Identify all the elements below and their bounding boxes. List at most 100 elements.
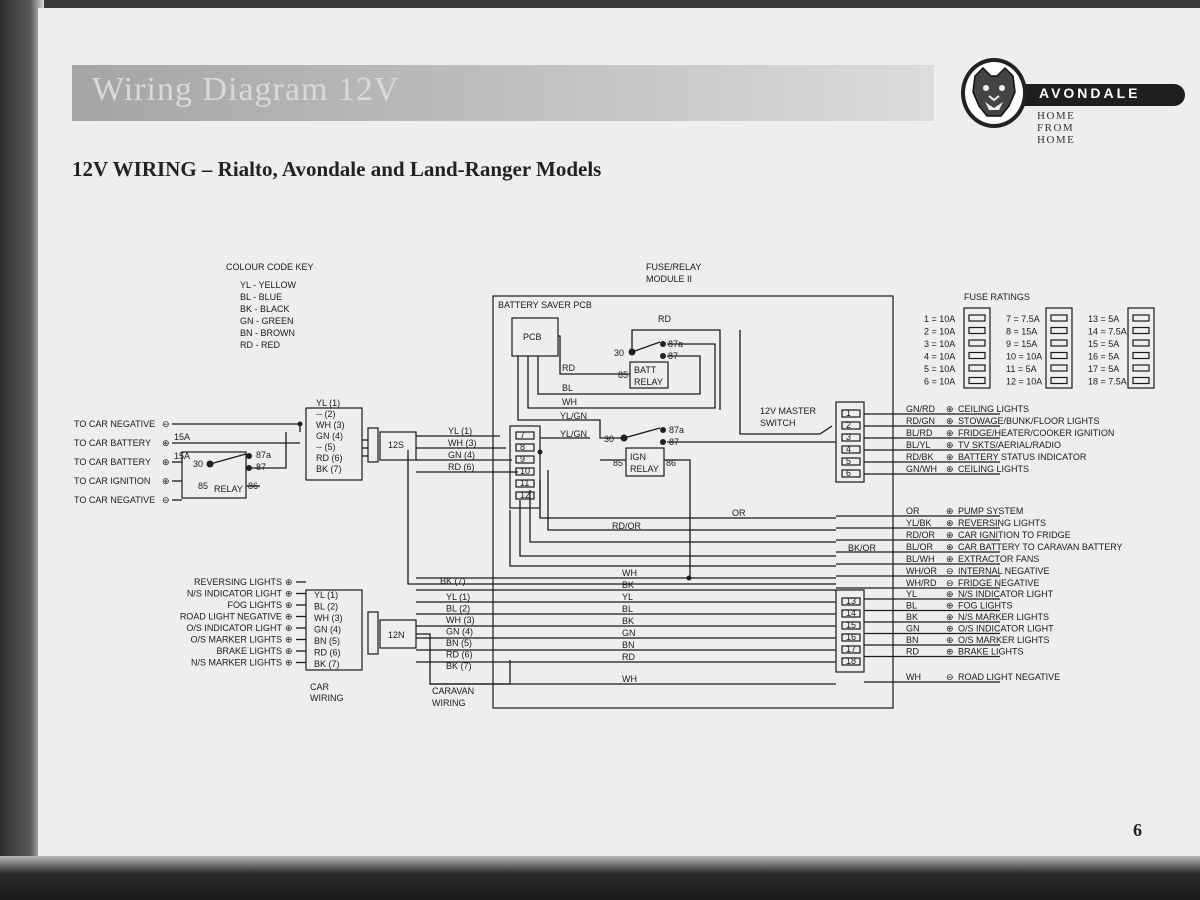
car-circuit-label: BRAKE LIGHTS <box>216 646 282 656</box>
fuse-icon <box>968 351 986 360</box>
pin-label: GN (4) <box>314 625 341 635</box>
wire-label-bk7: BK (7) <box>440 576 466 586</box>
fuse-rating: 8 = 15A <box>1006 327 1037 337</box>
polarity-icon: ⊕ <box>946 624 954 634</box>
colour-code-key: COLOUR CODE KEY YL - YELLOW BL - BLUE BK… <box>226 262 314 350</box>
svg-text:TO CAR BATTERY: TO CAR BATTERY <box>74 457 151 467</box>
wire-bk7 <box>407 450 836 585</box>
page-bottom-edge <box>0 856 1200 900</box>
output-code: GN <box>906 624 920 634</box>
svg-text:TO CAR IGNITION: TO CAR IGNITION <box>74 476 150 486</box>
output-label: CAR IGNITION TO FRIDGE <box>958 530 1071 540</box>
fuse-rating-block <box>963 307 991 389</box>
fuse-icon <box>1132 326 1150 335</box>
fuse-number: 2 <box>846 420 851 430</box>
pin-label: GN (4) <box>448 450 475 460</box>
svg-text:12S: 12S <box>388 440 404 450</box>
trunk-wire-label: BN <box>622 640 635 650</box>
output-code: BL/WH <box>906 554 935 564</box>
fuse-icon <box>1050 376 1068 385</box>
polarity-icon: ⊖ <box>946 566 954 576</box>
polarity-icon: ⊕ <box>946 404 954 414</box>
banner-title: Wiring Diagram 12V <box>92 71 400 108</box>
pin-label: GN (4) <box>446 627 473 637</box>
output-code: WH/OR <box>906 566 937 576</box>
output-label: FOG LIGHTS <box>958 601 1013 611</box>
jaguar-head-icon <box>961 58 1027 128</box>
pin-label: BN (5) <box>446 638 472 648</box>
trunk-wire-label: BK <box>622 580 634 590</box>
fuse-rating: 18 = 7.5A <box>1088 377 1127 387</box>
fuse-icon <box>1050 314 1068 322</box>
svg-text:FUSE RATINGS: FUSE RATINGS <box>964 292 1030 302</box>
fuse-number: 18 <box>846 656 856 666</box>
pin-label: YL (1) <box>448 426 472 436</box>
trunk-wire-label: BL <box>622 604 633 614</box>
svg-text:⊖: ⊖ <box>162 495 170 505</box>
fuse-number: 14 <box>846 608 856 618</box>
title-banner: Wiring Diagram 12V <box>72 65 934 121</box>
svg-text:⊕: ⊕ <box>162 476 170 486</box>
wire-label-or: OR <box>732 508 746 518</box>
pin-label: YL (1) <box>316 398 340 408</box>
fuse-icon <box>1132 314 1150 322</box>
output-code: BL/RD <box>906 428 933 438</box>
fuse-number: 10 <box>520 466 530 476</box>
polarity-icon: ⊕ <box>285 658 293 668</box>
fuse-icon <box>841 657 861 666</box>
svg-text:⊕: ⊕ <box>162 438 170 448</box>
fuse-number: 5 <box>846 456 851 466</box>
output-label: STOWAGE/BUNK/FLOOR LIGHTS <box>958 416 1100 426</box>
fuse-icon <box>841 609 861 618</box>
output-label: O/S MARKER LIGHTS <box>958 635 1050 645</box>
fuse-number: 11 <box>520 478 529 488</box>
svg-text:RD: RD <box>658 314 671 324</box>
fuse-rating: 12 = 10A <box>1006 377 1042 387</box>
polarity-icon: ⊕ <box>946 428 954 438</box>
svg-text:85: 85 <box>618 370 628 380</box>
wire-label-rd: RD <box>562 363 575 373</box>
pin-label: WH (3) <box>314 613 343 623</box>
output-label: INTERNAL NEGATIVE <box>958 566 1050 576</box>
fuse-icon <box>515 431 535 440</box>
fuse-number: 6 <box>846 468 851 478</box>
colour-key-item: YL - YELLOW <box>240 280 297 290</box>
fuse-number: 17 <box>846 644 856 654</box>
output-label: REVERSING LIGHTS <box>958 518 1046 528</box>
fuse-number: 4 <box>846 444 851 454</box>
fuse-rating-block <box>1127 307 1155 389</box>
svg-text:⊖: ⊖ <box>162 419 170 429</box>
trunk-wire-label: WH <box>622 674 637 684</box>
svg-text:30: 30 <box>614 348 624 358</box>
wire-label-wh: WH <box>562 397 577 407</box>
pin-label: BL (2) <box>446 604 470 614</box>
connector-12n: REVERSING LIGHTS⊕N/S INDICATOR LIGHT⊕FOG… <box>180 577 475 708</box>
page-number: 6 <box>1133 820 1142 840</box>
fuse-rating: 11 = 5A <box>1006 364 1037 374</box>
fuse-number: 12 <box>520 490 530 500</box>
output-label: CAR BATTERY TO CARAVAN BATTERY <box>958 542 1123 552</box>
polarity-icon: ⊕ <box>285 600 293 610</box>
car-circuit-label: O/S MARKER LIGHTS <box>190 635 282 645</box>
wire-label-ylgn: YL/GN <box>560 411 587 421</box>
fuse-icon <box>841 633 861 642</box>
fuse-rating: 1 = 10A <box>924 314 955 324</box>
fuse-icon <box>841 621 861 630</box>
output-code: RD/OR <box>906 530 936 540</box>
polarity-icon: ⊕ <box>285 589 293 599</box>
colour-key-item: BN - BROWN <box>240 328 295 338</box>
pcb-block <box>511 317 559 357</box>
fuse-rating: 15 = 5A <box>1088 339 1119 349</box>
svg-text:WIRING: WIRING <box>310 693 344 703</box>
output-code: BN <box>906 635 919 645</box>
car-circuit-label: ROAD LIGHT NEGATIVE <box>180 612 282 622</box>
wire-label-ylgn: YL/GN <box>560 429 587 439</box>
colour-key-item: BL - BLUE <box>240 292 282 302</box>
fuse-icon <box>1050 339 1068 347</box>
svg-text:RELAY: RELAY <box>630 464 659 474</box>
